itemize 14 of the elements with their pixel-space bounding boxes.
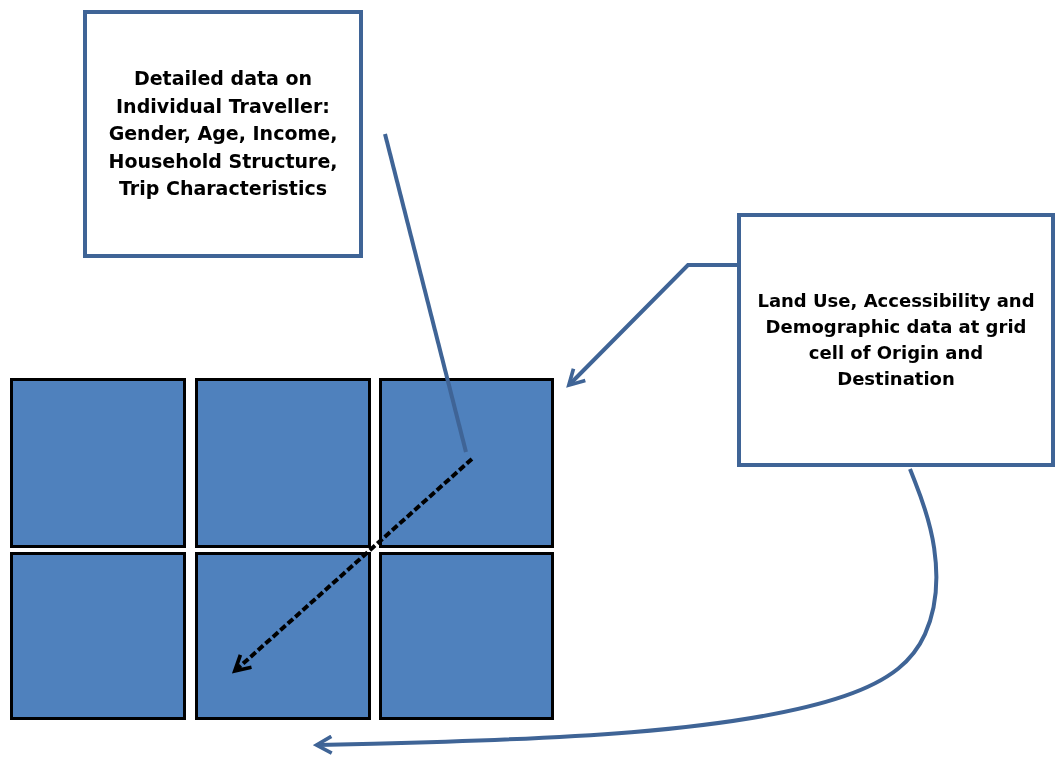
box-text: Detailed data on Individual Traveller: Gender, Age, Income, Household Structure, Trip Characteristics bbox=[107, 66, 339, 202]
arrow bbox=[314, 468, 939, 755]
grid-cell bbox=[10, 552, 186, 720]
arrow bbox=[567, 263, 737, 387]
grid-cell bbox=[195, 552, 371, 720]
text-box bbox=[83, 10, 363, 258]
arrow bbox=[232, 457, 474, 673]
leader-line bbox=[383, 133, 468, 453]
grid-cell bbox=[10, 378, 186, 548]
text-box bbox=[737, 213, 1055, 467]
box-text: Land Use, Accessibility and Demographic data at grid cell of Origin and Destination bbox=[756, 288, 1036, 392]
grid-cell bbox=[195, 378, 371, 548]
grid-cell bbox=[379, 552, 554, 720]
grid-cell bbox=[379, 378, 554, 548]
